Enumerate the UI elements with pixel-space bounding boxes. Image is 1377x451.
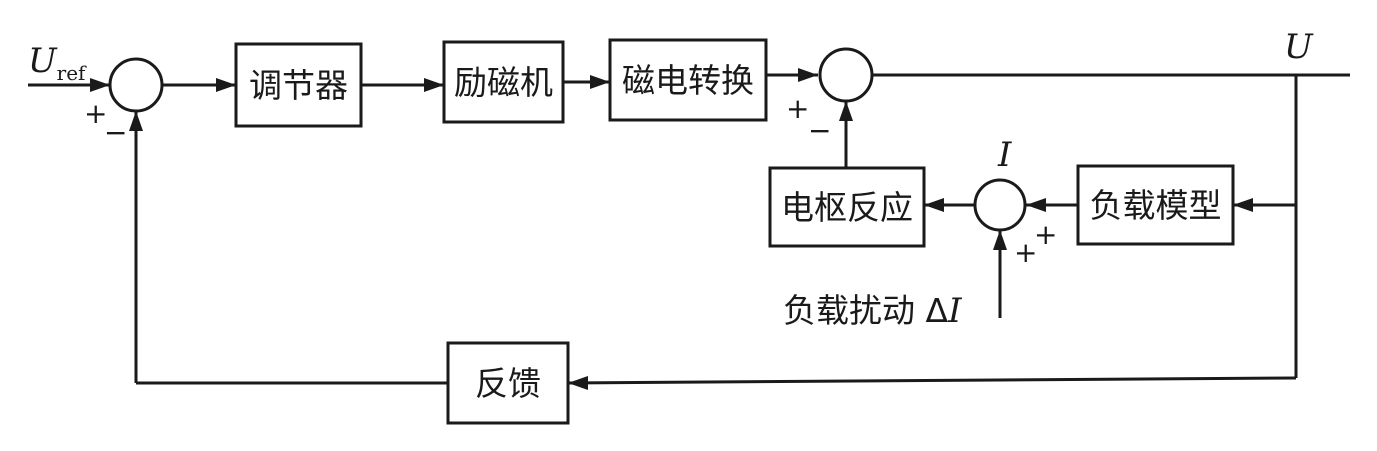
regulator-block: 调节器 [234,42,363,128]
conversion-label: 磁电转换 [622,61,754,100]
arrow-into-feedback [568,376,588,390]
arrow-into-sj3-bottom [993,230,1007,250]
feedback-block: 反馈 [446,341,570,425]
output-label: U [1284,27,1314,67]
summing-junction-3 [973,178,1027,232]
disturbance-label: 负载扰动 ΔI [783,291,962,331]
disturbance-prefix: 负载扰动 Δ [783,291,948,330]
sj2-plus-sign: + [786,92,809,125]
arrow-into-sj1 [90,78,110,92]
feedback-label: 反馈 [475,364,541,403]
arrow-into-sj2 [798,68,818,82]
summing-junction-1 [108,57,164,113]
disturbance-variable: I [947,291,962,331]
regulator-label: 调节器 [249,66,348,105]
arrow-into-sj2-bottom [839,101,853,121]
branch-to-feedback-line [567,376,1297,385]
reference-input-label: Uref [28,41,87,85]
arrow-into-sj3-right [1026,198,1046,212]
arrow-into-conversion [590,75,610,89]
arrow-into-exciter [424,78,444,92]
arrow-into-regulator [216,78,236,92]
arrow-into-armature [924,198,944,212]
arrow-into-load-model [1233,198,1253,212]
load-model-label: 负载模型 [1090,186,1222,225]
exciter-block: 励磁机 [442,40,565,124]
current-label: I [997,135,1012,175]
armature-reaction-block: 电枢反应 [768,166,926,248]
exciter-label: 励磁机 [454,63,553,102]
armature-reaction-label: 电枢反应 [781,188,913,227]
reference-subscript: ref [57,61,87,85]
sj3-plus-bottom-sign: + [1014,236,1037,269]
sj1-plus-sign: + [84,97,107,130]
reference-symbol: U [28,41,58,81]
load-model-block: 负载模型 [1076,164,1235,246]
sj2-minus-sign: − [808,114,831,147]
summing-junction-2 [818,47,874,103]
arrow-into-sj1-bottom [129,111,143,131]
sj1-minus-sign: − [104,116,127,149]
conversion-block: 磁电转换 [608,38,768,122]
sj3-plus-right-sign: + [1034,218,1057,251]
